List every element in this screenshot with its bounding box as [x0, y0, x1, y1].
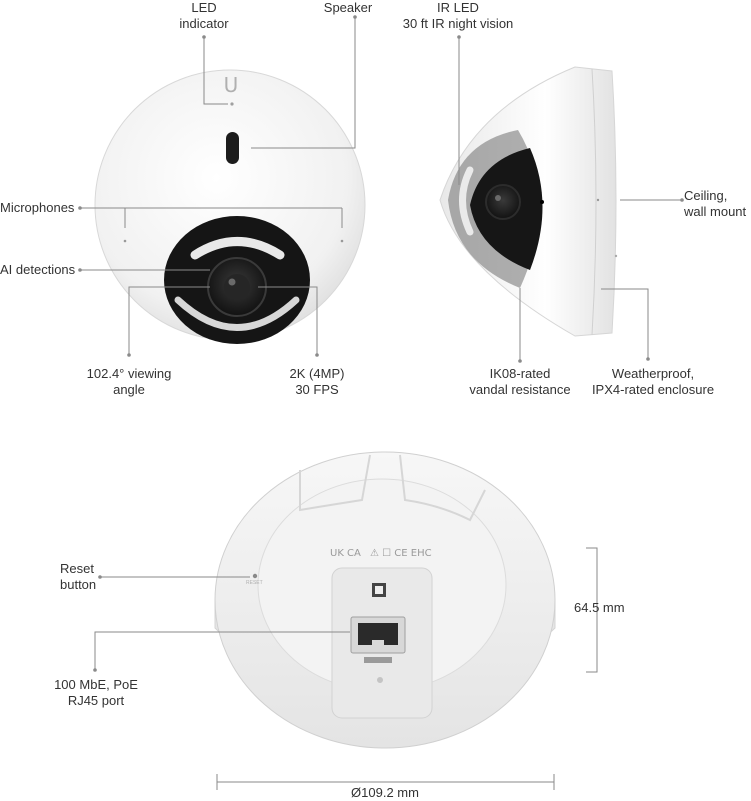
label-ir-led: IR LED 30 ft IR night vision [402, 0, 514, 31]
microphone-right-dot [340, 239, 344, 243]
front-camera-view: U [94, 69, 366, 344]
label-diameter: Ø109.2 mm [330, 785, 440, 801]
rj45-port-opening [358, 623, 398, 645]
certification-marks: UK CA ⚠ ☐ CE EHC [330, 548, 432, 559]
label-reset-button: Reset button [60, 561, 97, 592]
label-speaker: Speaker [323, 0, 373, 15]
speaker-slot [226, 132, 239, 164]
led-indicator-dot [230, 102, 234, 106]
svg-text:⚠ ☐ CE EHC: ⚠ ☐ CE EHC [370, 548, 432, 559]
callout-lines [80, 17, 682, 790]
label-resolution: 2K (4MP) 30 FPS [289, 366, 345, 397]
label-led-indicator: LED indicator [179, 0, 229, 31]
reset-button-pinhole [252, 573, 258, 579]
bottom-camera-view: UK CA ⚠ ☐ CE EHC [214, 451, 556, 749]
lens-highlight [228, 278, 236, 286]
ir-led-ring-top [190, 237, 285, 260]
mount-tab-right [399, 454, 486, 522]
ui-logo-icon: U [224, 73, 239, 97]
lens-glass [224, 274, 250, 300]
mount-tab-left [299, 454, 371, 512]
side-sensor-dot [540, 200, 544, 204]
side-small-dot [596, 198, 600, 202]
label-viewing-angle: 102.4° viewing angle [86, 366, 172, 397]
side-lens [485, 184, 521, 220]
label-ik08: IK08-rated vandal resistance [469, 366, 571, 397]
microphone-left-dot [123, 239, 127, 243]
port-label-strip [364, 657, 392, 663]
screw-hole [377, 677, 383, 683]
label-height: 64.5 mm [574, 600, 625, 615]
side-small-dot-lower [614, 254, 618, 258]
mount-plate-edge [591, 68, 597, 336]
label-weatherproof: Weatherproof, IPX4-rated enclosure [591, 366, 715, 397]
label-rj45-port: 100 MbE, PoE RJ45 port [54, 677, 138, 708]
qr-code-inner [375, 586, 383, 594]
label-ai-detections: AI detections [0, 262, 76, 277]
ir-led-ring-bottom [174, 296, 300, 331]
label-mount: Ceiling, wall mount [684, 188, 747, 219]
label-microphones: Microphones [0, 200, 75, 215]
callout-dots [78, 15, 684, 672]
reset-print: RESET [246, 580, 263, 586]
svg-text:UK CA: UK CA [330, 548, 361, 559]
rj45-port-latch [372, 640, 384, 646]
side-ir-ring [459, 166, 474, 236]
side-camera-view [439, 66, 618, 337]
side-lens-highlight [495, 195, 501, 201]
